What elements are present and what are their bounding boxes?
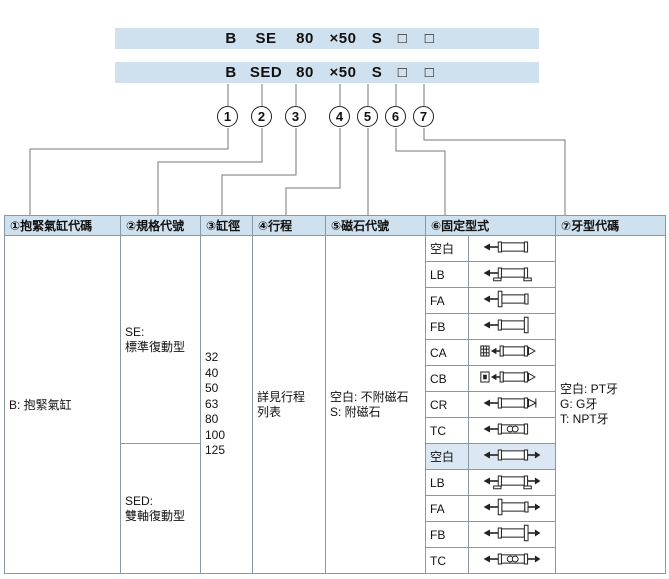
mount-type-label: CB [425, 365, 469, 392]
callout-1: 1 [217, 106, 238, 127]
mount-type-label: CA [425, 339, 469, 366]
mount-icon-cell [467, 287, 557, 314]
bore-option: 63 [205, 396, 219, 411]
mount-icon-cell [467, 469, 557, 496]
code-thread-placeholder: □ [424, 30, 435, 47]
mount-rear-flange-double-rod-icon [483, 523, 541, 543]
mount-icon-cell [467, 365, 557, 392]
mount-type-label: TC [425, 417, 469, 444]
mount-type-label: LB [425, 261, 469, 288]
mount-icon-cell [467, 261, 557, 288]
order-code-double: B SED 80 ×50 S □ □ [115, 62, 539, 83]
mount-foot-icon [483, 263, 545, 283]
mount-type-label: 空白 [425, 443, 469, 470]
table-header-row: ①抱緊氣缸代碼 ②規格代號 ③缸徑 ④行程 ⑤磁石代號 ⑥固定型式 ⑦牙型代碼 [4, 215, 667, 236]
header-magnet: ⑤磁石代號 [325, 215, 426, 236]
mount-icon-cell [467, 495, 557, 522]
mount-icon-cell [467, 417, 557, 444]
mount-type-label: TC [425, 547, 469, 574]
table-row: CA [5, 339, 666, 366]
code-bore: 80 [296, 30, 314, 47]
table-row: FA [5, 287, 666, 314]
cylinder-code-cell: B: 抱緊氣缸 [4, 235, 121, 574]
mount-rear-clevis-icon [483, 393, 545, 413]
mount-type-label: CR [425, 391, 469, 418]
magnet-cell: 空白: 不附磁石 S: 附磁石 [325, 235, 426, 574]
mount-type-label: FB [425, 521, 469, 548]
mount-icon-cell [467, 313, 557, 340]
code-mount-placeholder: □ [397, 64, 408, 81]
mount-icon-cell [467, 547, 557, 574]
bore-cell: 32 40 50 63 80 100 125 [200, 235, 253, 574]
header-thread: ⑦牙型代碼 [555, 215, 667, 236]
callout-4: 4 [329, 106, 350, 127]
thread-cell: 空白: PT牙 G: G牙 T: NPT牙 [555, 235, 667, 574]
code-cylinder: B [225, 64, 237, 81]
mount-front-flange-double-rod-icon [483, 497, 541, 517]
code-stroke: ×50 [329, 64, 357, 81]
stroke-cell: 詳見行程 列表 [252, 235, 326, 574]
table-row: TC [5, 417, 666, 444]
bore-option: 32 [205, 350, 219, 365]
table-row: FA [5, 495, 666, 522]
header-stroke: ④行程 [252, 215, 326, 236]
code-mount-placeholder: □ [397, 30, 408, 47]
table-row: FB [5, 313, 666, 340]
mount-type-label: FA [425, 495, 469, 522]
mount-single-clevis-icon [479, 341, 545, 361]
bore-option: 40 [205, 365, 219, 380]
header-spec-code: ②規格代號 [120, 215, 201, 236]
table-row: CB [5, 365, 666, 392]
code-magnet: S [371, 30, 383, 47]
table-row: SED: 雙軸復動型 空白 [5, 443, 666, 574]
spec-sed-cell: SED: 雙軸復動型 [120, 443, 201, 574]
mount-foot-double-rod-icon [483, 471, 541, 491]
callout-2: 2 [251, 106, 272, 127]
code-stroke: ×50 [329, 30, 357, 47]
code-cylinder: B [225, 30, 237, 47]
bore-option: 50 [205, 381, 219, 396]
code-magnet: S [371, 64, 383, 81]
mount-rear-flange-icon [483, 315, 545, 335]
mount-icon-cell [467, 235, 557, 262]
bore-option: 125 [205, 443, 226, 458]
bore-option: 80 [205, 412, 219, 427]
callout-5: 5 [357, 106, 378, 127]
mount-type-label: LB [425, 469, 469, 496]
header-mount: ⑥固定型式 [424, 215, 557, 236]
mount-center-trunnion-double-rod-icon [483, 549, 541, 569]
mount-basic-icon [483, 237, 545, 257]
spec-table: ①抱緊氣缸代碼 ②規格代號 ③缸徑 ④行程 ⑤磁石代號 ⑥固定型式 ⑦牙型代碼 … [4, 215, 667, 574]
mount-icon-cell [467, 339, 557, 366]
code-spec: SED [249, 64, 283, 81]
mount-icon-cell [467, 391, 557, 418]
mount-icon-cell [467, 521, 557, 548]
mount-type-label: FA [425, 287, 469, 314]
mount-type-label: FB [425, 313, 469, 340]
mount-center-trunnion-icon [483, 419, 545, 439]
callout-3: 3 [285, 106, 306, 127]
callout-6: 6 [385, 106, 406, 127]
header-bore: ③缸徑 [200, 215, 253, 236]
mount-double-clevis-icon [479, 367, 545, 387]
code-spec: SE [255, 30, 277, 47]
table-row: TC [5, 547, 666, 574]
spec-se-cell: SE: 標準復動型 [120, 235, 201, 444]
bore-option: 100 [205, 427, 226, 442]
mount-basic-double-rod-icon [483, 445, 541, 465]
header-cylinder-code: ①抱緊氣缸代碼 [4, 215, 121, 236]
mount-icon-cell [467, 443, 557, 470]
code-thread-placeholder: □ [424, 64, 435, 81]
mount-front-flange-icon [483, 289, 545, 309]
mount-type-label: 空白 [425, 235, 469, 262]
order-code-single: B SE 80 ×50 S □ □ [115, 28, 539, 49]
table-row: B: 抱緊氣缸 SE: 標準復動型 32 40 50 63 80 100 125… [4, 235, 667, 574]
callout-7: 7 [413, 106, 434, 127]
code-bore: 80 [296, 64, 314, 81]
